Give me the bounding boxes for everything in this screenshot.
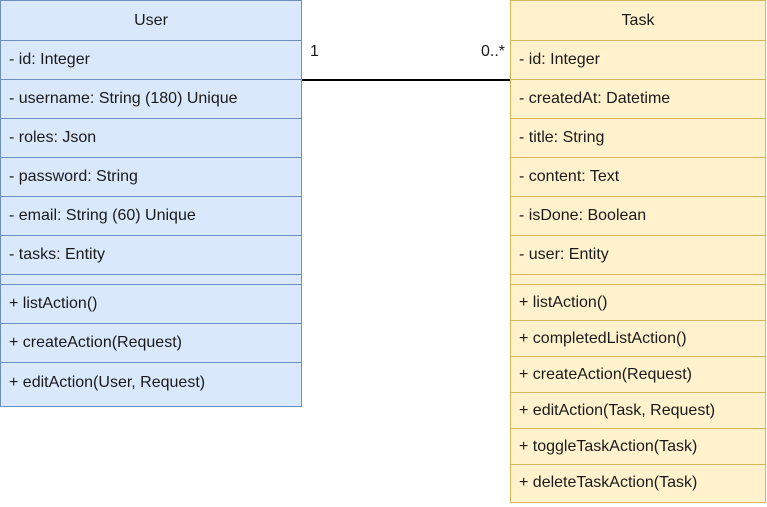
task-multiplicity-label: 0..* bbox=[481, 43, 506, 60]
user-attr-roles: - roles: Json bbox=[1, 119, 301, 158]
user-attr-email: - email: String (60) Unique bbox=[1, 197, 301, 236]
task-op-create-action: + createAction(Request) bbox=[511, 357, 765, 393]
user-section-divider bbox=[1, 275, 301, 285]
task-class-box[interactable]: Task - id: Integer - createdAt: Datetime… bbox=[510, 0, 766, 503]
task-op-completed-list-action: + completedListAction() bbox=[511, 321, 765, 357]
user-attr-password: - password: String bbox=[1, 158, 301, 197]
task-section-divider bbox=[511, 275, 765, 285]
task-op-toggle-task-action: + toggleTaskAction(Task) bbox=[511, 429, 765, 465]
task-attr-id: - id: Integer bbox=[511, 41, 765, 80]
task-attr-title: - title: String bbox=[511, 119, 765, 158]
user-attr-username: - username: String (180) Unique bbox=[1, 80, 301, 119]
user-op-edit-action: + editAction(User, Request) bbox=[9, 373, 206, 391]
task-class-name: Task bbox=[511, 1, 765, 41]
user-multiplicity-label: 1 bbox=[310, 43, 319, 60]
task-attr-is-done: - isDone: Boolean bbox=[511, 197, 765, 236]
task-attr-user: - user: Entity bbox=[511, 236, 765, 275]
user-attr-id: - id: Integer bbox=[1, 41, 301, 80]
user-attr-tasks: - tasks: Entity bbox=[1, 236, 301, 275]
association-line bbox=[302, 79, 510, 81]
user-class-box[interactable]: User - id: Integer - username: String (1… bbox=[0, 0, 302, 407]
task-op-edit-action: + editAction(Task, Request) bbox=[511, 393, 765, 429]
user-op-list-action: + listAction() bbox=[1, 285, 301, 324]
user-op-create-action: + createAction(Request) bbox=[1, 324, 301, 363]
task-attr-created-at: - createdAt: Datetime bbox=[511, 80, 765, 119]
task-op-delete-task-action: + deleteTaskAction(Task) bbox=[519, 474, 698, 491]
task-op-list-action: + listAction() bbox=[511, 285, 765, 321]
user-class-name: User bbox=[1, 1, 301, 41]
task-attr-content: - content: Text bbox=[511, 158, 765, 197]
